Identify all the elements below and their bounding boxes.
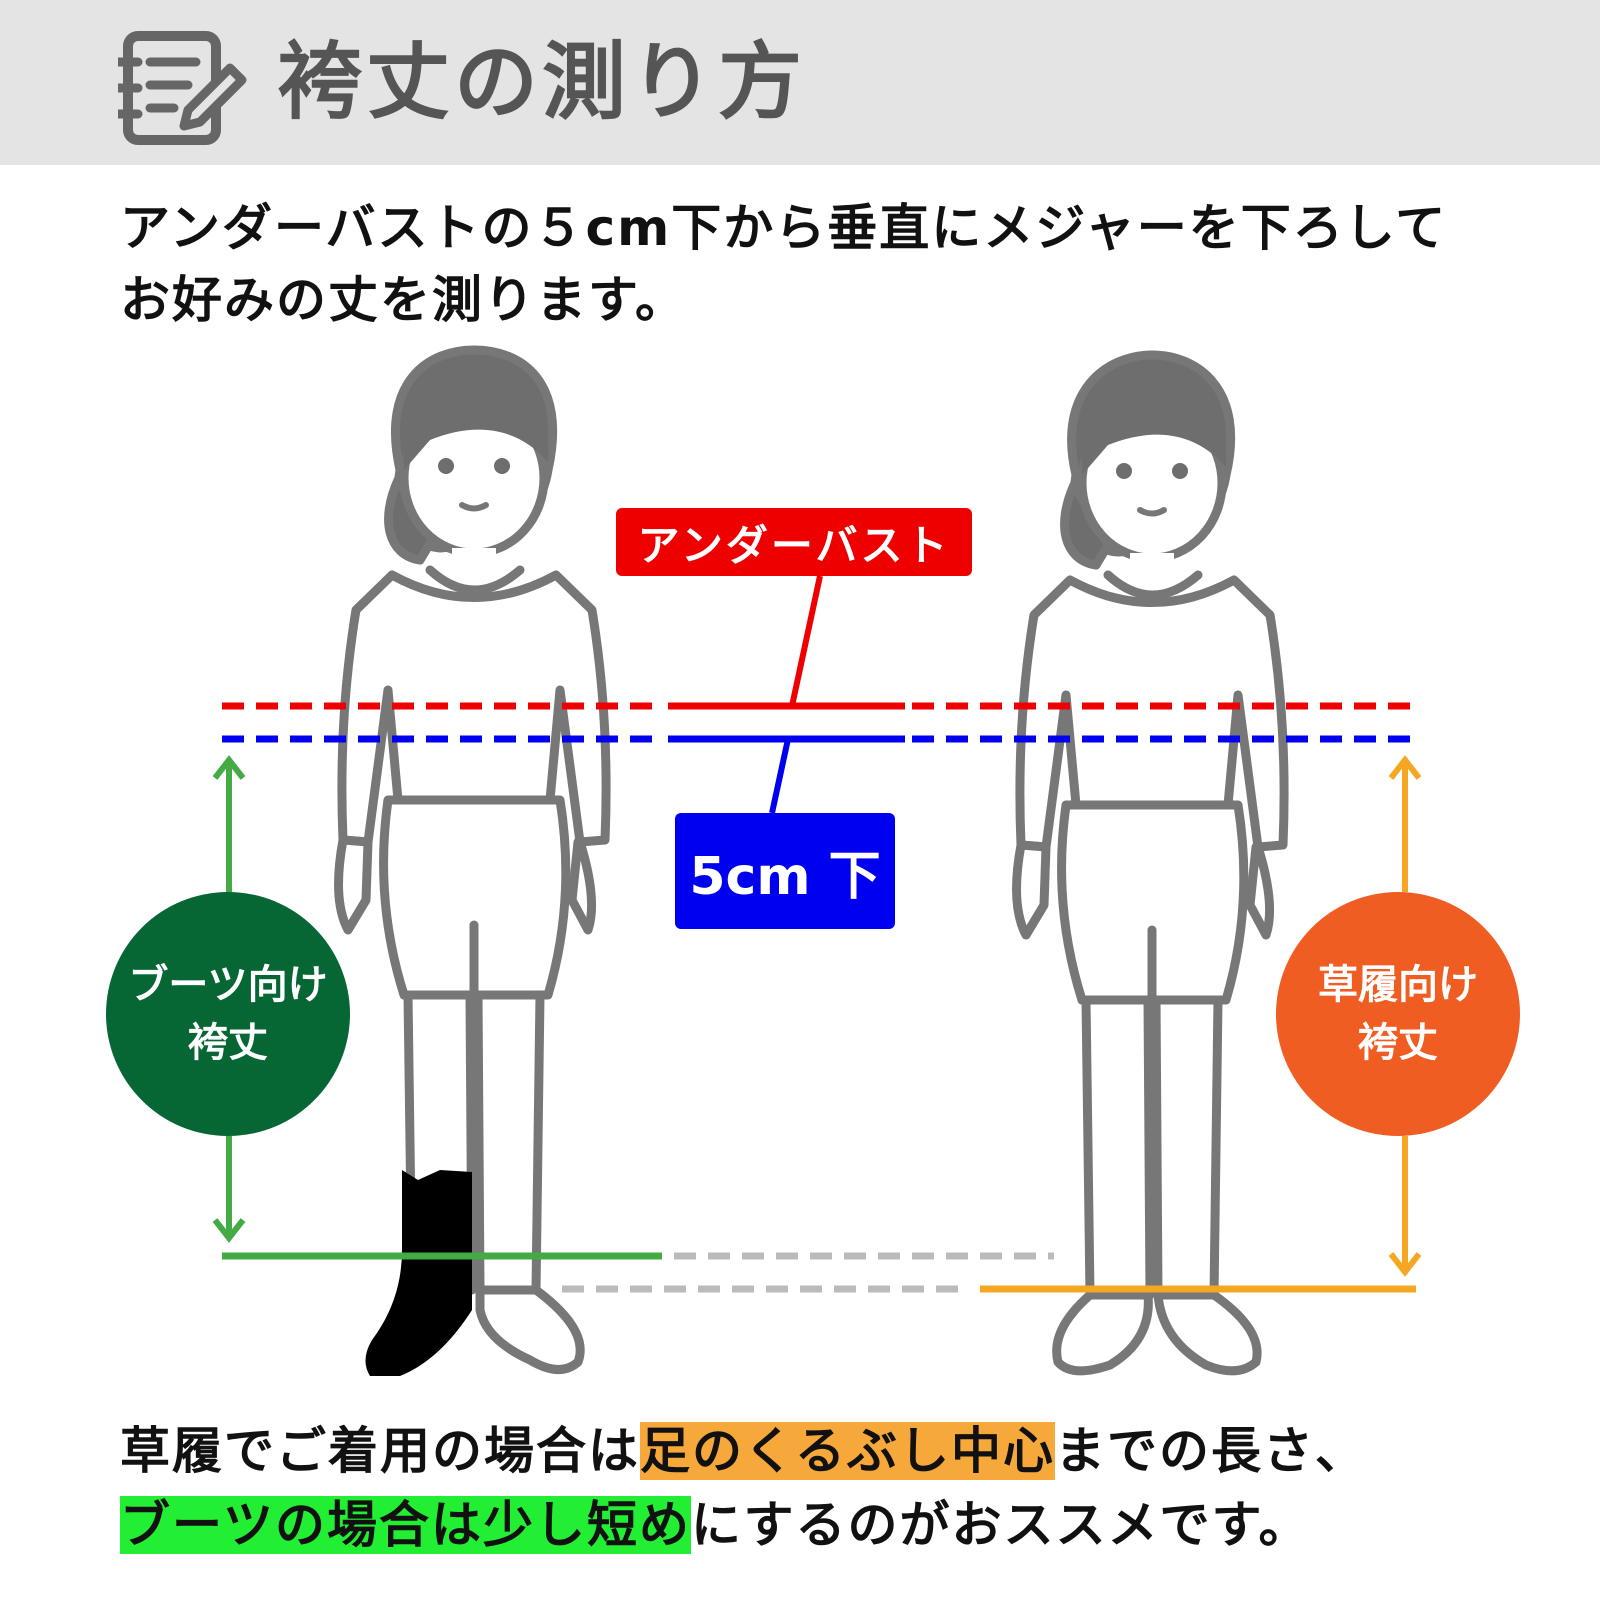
footer-line-1-prefix: 草履でご着用の場合は <box>120 1422 640 1480</box>
right-eye-l <box>1116 463 1132 479</box>
footer-line-2: ブーツの場合は少し短めにするのがおススメです。 <box>120 1488 1560 1562</box>
intro-text: アンダーバストの５cm下から垂直にメジャーを下ろして お好みの丈を測ります。 <box>120 192 1540 336</box>
right-figure <box>1012 350 1289 1376</box>
left-mouth <box>459 502 489 512</box>
footer-highlight-boots: ブーツの場合は少し短め <box>120 1496 691 1554</box>
footer-line-2-suffix: にするのがおススメです。 <box>691 1496 1311 1554</box>
right-bangs <box>1081 377 1227 475</box>
right-eye-r <box>1172 463 1188 479</box>
measurement-diagram <box>212 345 1422 1376</box>
intro-line-1: アンダーバストの５cm下から垂直にメジャーを下ろして <box>120 199 1448 257</box>
left-neckline <box>425 565 525 595</box>
left-shorts <box>379 795 571 1000</box>
left-eye-r <box>494 458 510 474</box>
left-ponytail <box>384 475 437 565</box>
right-ponytail <box>1060 480 1113 570</box>
right-torso <box>1015 575 1289 852</box>
zori-arrowhead-up <box>1388 755 1422 780</box>
footer-highlight-ankle: 足のくるぶし中心 <box>640 1422 1055 1480</box>
underbust-leader <box>789 575 823 707</box>
page-title: 袴丈の測り方 <box>278 33 807 131</box>
right-neck <box>1130 553 1174 583</box>
boots-arrowhead-down <box>212 1218 246 1243</box>
footer-line-1: 草履でご着用の場合は足のくるぶし中心までの長さ、 <box>120 1414 1560 1488</box>
underbust-label: アンダーバスト <box>616 508 972 576</box>
right-mouth <box>1137 507 1167 517</box>
right-leg-l <box>1081 995 1155 1300</box>
left-figure <box>334 345 611 1374</box>
boots-badge-line-1: ブーツ向け <box>128 962 328 1008</box>
boots-arrowhead-up <box>212 755 246 780</box>
right-hand-l <box>1012 840 1051 940</box>
left-bangs <box>403 372 549 470</box>
header-bar: 袴丈の測り方 <box>0 0 1600 165</box>
zori-badge-line-1: 草履向け <box>1318 962 1478 1008</box>
left-hand-l <box>334 835 373 935</box>
intro-line-2: お好みの丈を測ります。 <box>120 271 687 329</box>
boot-icon <box>365 1170 472 1376</box>
right-neckline <box>1103 570 1203 600</box>
zori-badge-line-2: 袴丈 <box>1358 1020 1438 1066</box>
right-foot-r <box>1153 1290 1262 1376</box>
boots-badge-line-2: 袴丈 <box>188 1020 268 1066</box>
right-hand-r <box>1245 842 1275 940</box>
right-shorts <box>1057 800 1249 1005</box>
zori-length-badge: 草履向け 袴丈 <box>1276 892 1520 1136</box>
fivecm-leader <box>769 738 791 814</box>
right-foot-l <box>1052 1290 1153 1376</box>
left-eye-l <box>438 458 454 474</box>
right-leg-r <box>1151 995 1223 1300</box>
five-cm-below-label: 5cm 下 <box>675 813 895 929</box>
left-neck <box>452 548 496 578</box>
zori-arrowhead-down <box>1388 1252 1422 1277</box>
left-foot-r <box>475 1285 585 1374</box>
footer-note: 草履でご着用の場合は足のくるぶし中心までの長さ、 ブーツの場合は少し短めにするの… <box>120 1414 1560 1562</box>
left-hand-r <box>567 837 597 935</box>
boots-length-badge: ブーツ向け 袴丈 <box>106 892 350 1136</box>
notepad-pencil-icon <box>118 31 247 145</box>
left-leg-r <box>473 990 545 1295</box>
footer-line-1-suffix: までの長さ、 <box>1055 1422 1367 1480</box>
